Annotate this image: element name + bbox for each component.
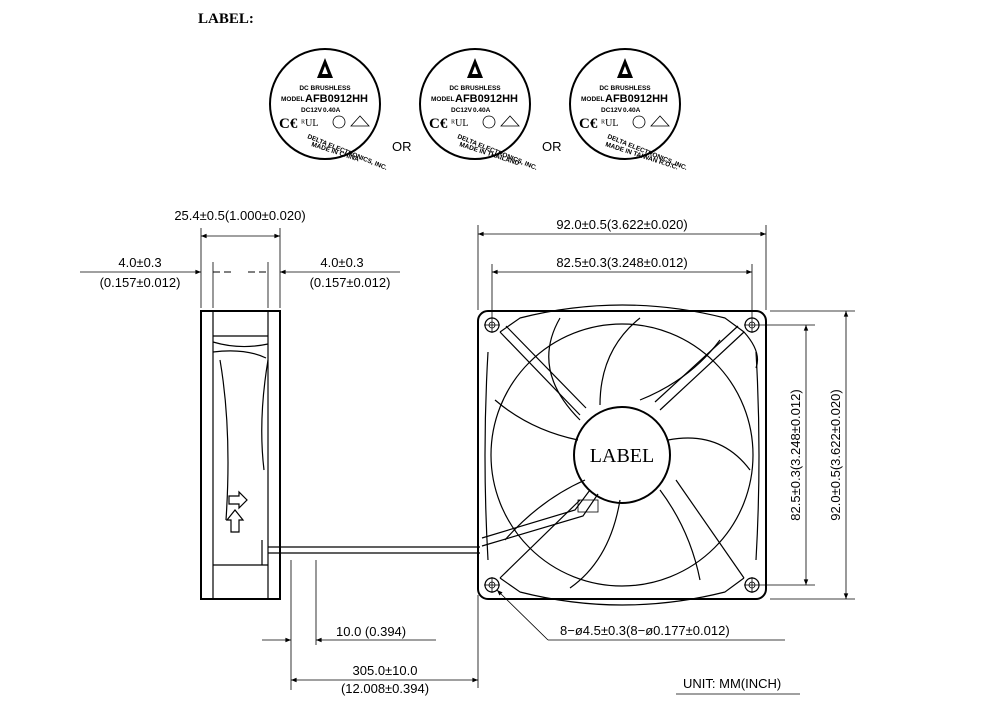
tuv-mark-icon: [332, 115, 346, 129]
rotation-arrow-icon: [228, 490, 248, 510]
venturi-ring: [490, 323, 754, 587]
label-model: AFB0912HH: [455, 93, 518, 105]
label-model-prefix: MODEL: [281, 96, 305, 103]
vde-mark-icon: [650, 115, 670, 127]
mounting-hole: [484, 317, 500, 333]
width-overall-dim: 92.0±0.5(3.622±0.020): [556, 217, 687, 232]
label-brand-line: DC BRUSHLESS: [299, 85, 351, 92]
hub-label: LABEL: [590, 445, 654, 467]
label-model: AFB0912HH: [305, 93, 368, 105]
fan-frame: [477, 310, 767, 600]
ce-mark-icon: C€: [279, 116, 298, 132]
ce-mark-icon: C€: [429, 116, 448, 132]
label-disc-taiwan: DC BRUSHLESS MODEL AFB0912HH DC12V 0.40A…: [569, 48, 688, 172]
lead-strip-dim: 10.0 (0.394): [336, 624, 406, 639]
vde-mark-icon: [500, 115, 520, 127]
flange-left-dim: 4.0±0.3: [118, 255, 161, 270]
mounting-hole: [484, 577, 500, 593]
holes-dim: 8−ø4.5±0.3(8−ø0.177±0.012): [560, 623, 730, 638]
side-thickness-dim: 25.4±0.5(1.000±0.020): [174, 208, 305, 223]
label-disc-thailand: DC BRUSHLESS MODEL AFB0912HH DC12V 0.40A…: [419, 48, 538, 172]
hub: [573, 406, 671, 504]
label-current: 0.40A: [473, 107, 491, 114]
unit-note: UNIT: MM(INCH): [683, 676, 781, 691]
vde-mark-icon: [350, 115, 370, 127]
label-model: AFB0912HH: [605, 93, 668, 105]
lead-length-dim: 305.0±10.0: [353, 663, 418, 678]
or-text: OR: [542, 139, 562, 154]
label-voltage: DC12V: [601, 107, 623, 114]
side-view: 25.4±0.5(1.000±0.020) 4.0±0.3 (0.157±0.0…: [80, 208, 480, 600]
flange-right-dim: 4.0±0.3: [320, 255, 363, 270]
lead-length-inch: (12.008±0.394): [341, 681, 429, 696]
airflow-arrow-icon: [225, 509, 245, 533]
hole-pitch-h-dim: 82.5±0.3(3.248±0.012): [556, 255, 687, 270]
label-current: 0.40A: [623, 107, 641, 114]
ul-mark-icon: ᴿUL: [301, 118, 318, 129]
mounting-hole: [744, 317, 760, 333]
height-overall-dim: 92.0±0.5(3.622±0.020): [828, 389, 843, 520]
flange-right-inch: (0.157±0.012): [310, 275, 391, 290]
label-voltage: DC12V: [301, 107, 323, 114]
ce-mark-icon: C€: [579, 116, 598, 132]
hole-pitch-v-dim: 82.5±0.3(3.248±0.012): [788, 389, 803, 520]
label-brand-line: DC BRUSHLESS: [599, 85, 651, 92]
ul-mark-icon: ᴿUL: [451, 118, 468, 129]
label-brand-line: DC BRUSHLESS: [449, 85, 501, 92]
label-voltage: DC12V: [451, 107, 473, 114]
label-model-prefix: MODEL: [581, 96, 605, 103]
or-text: OR: [392, 139, 412, 154]
fan-blade: [548, 317, 581, 421]
label-disc-china: DC BRUSHLESS MODEL AFB0912HH DC12V 0.40A…: [269, 48, 388, 172]
mounting-hole: [744, 577, 760, 593]
tuv-mark-icon: [482, 115, 496, 129]
label-model-prefix: MODEL: [431, 96, 455, 103]
tuv-mark-icon: [632, 115, 646, 129]
label-heading: LABEL:: [198, 11, 254, 27]
front-view: 92.0±0.5(3.622±0.020) 82.5±0.3(3.248±0.0…: [477, 217, 855, 641]
label-current: 0.40A: [323, 107, 341, 114]
ul-mark-icon: ᴿUL: [601, 118, 618, 129]
lead-dimensions: 10.0 (0.394) 305.0±10.0 (12.008±0.394): [262, 560, 479, 696]
flange-left-inch: (0.157±0.012): [100, 275, 181, 290]
